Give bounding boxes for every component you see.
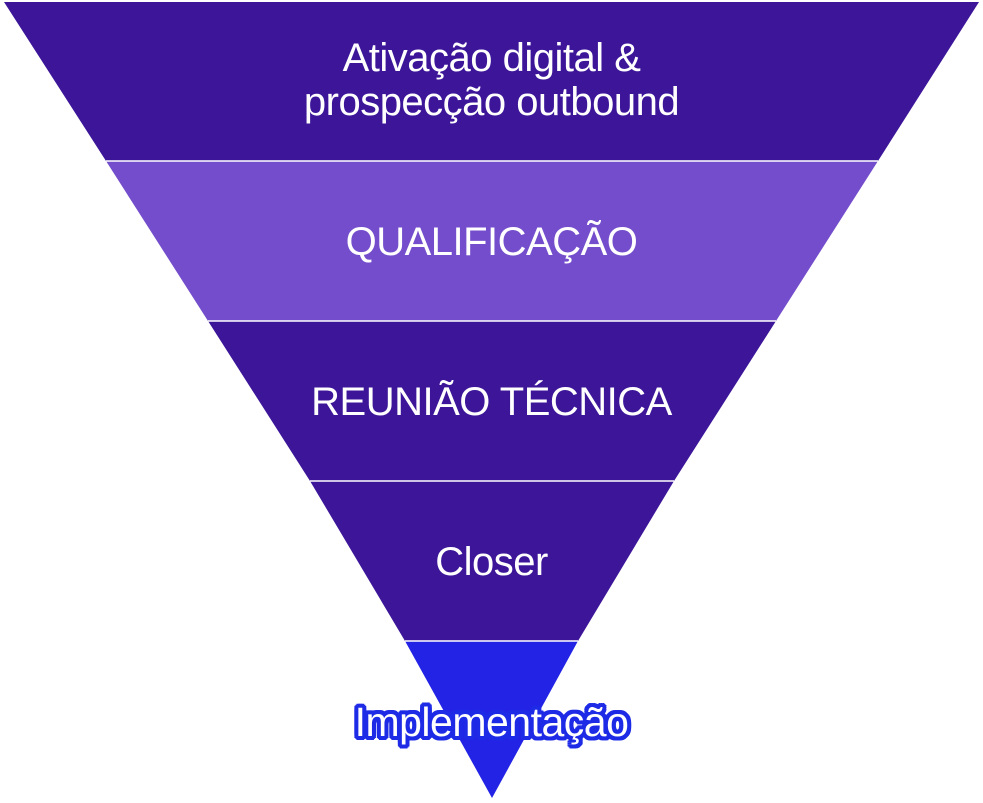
funnel-stage-5 <box>405 641 578 798</box>
stage-label-closer: Closer <box>435 540 548 584</box>
stage-label-technical-meeting: REUNIÃO TÉCNICA <box>311 380 672 424</box>
stage-label-qualification: QUALIFICAÇÃO <box>345 220 638 264</box>
stage-label-line: prospecção outbound <box>303 80 680 124</box>
stage-label-activation: Ativação digital & prospecção outbound <box>0 36 983 124</box>
funnel-stage-1 <box>4 2 979 161</box>
funnel-stage-4 <box>310 481 674 641</box>
funnel-stage-2 <box>106 161 878 321</box>
stage-label-line: Ativação digital & <box>342 36 641 80</box>
funnel-stage-3 <box>208 321 776 481</box>
stage-label-implementation: Implementação <box>354 699 629 745</box>
